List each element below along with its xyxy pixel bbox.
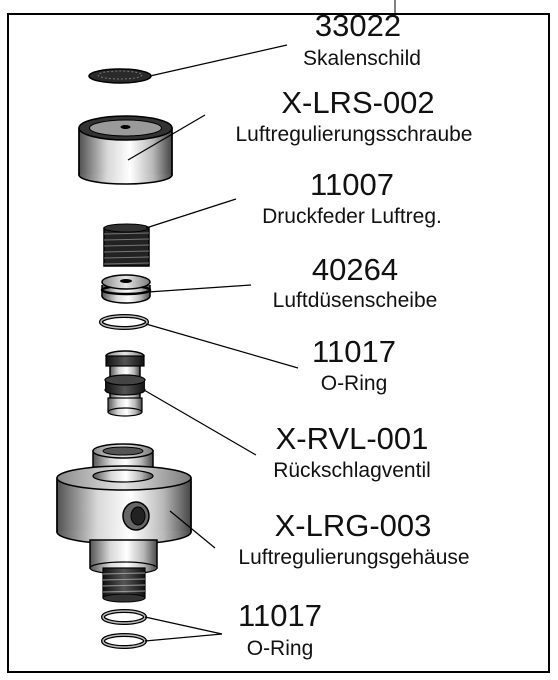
part-skalenschild-drawing bbox=[88, 68, 152, 84]
part-number-label: X-LRS-002 bbox=[281, 85, 435, 120]
leader-line-skalenschild bbox=[149, 44, 288, 77]
leader-line-o-ring-lower-2 bbox=[144, 633, 223, 642]
part-name-label: O-Ring bbox=[246, 637, 314, 660]
leader-line-druckfeder bbox=[145, 198, 237, 229]
part-o-ring-upper-drawing bbox=[99, 314, 149, 330]
leader-line-rueckschlagventil bbox=[143, 389, 257, 456]
part-luftduesenscheibe-drawing bbox=[100, 274, 152, 304]
part-druckfeder-drawing bbox=[103, 223, 150, 267]
part-name-label: Luftregulierungsschraube bbox=[235, 123, 473, 146]
part-name-label: Skalenschild bbox=[303, 47, 421, 70]
part-number-label: 11007 bbox=[310, 167, 394, 202]
part-luftregulierungsgehaeuse-drawing bbox=[56, 443, 192, 603]
part-number-label: X-LRG-003 bbox=[274, 508, 432, 543]
part-name-label: Druckfeder Luftreg. bbox=[262, 205, 442, 228]
part-number-label: 40264 bbox=[311, 252, 399, 287]
part-number-label: 11017 bbox=[312, 334, 396, 369]
part-name-label: Rückschlagventil bbox=[273, 459, 431, 482]
part-number-label: X-RVL-001 bbox=[275, 421, 429, 456]
part-number-label: 11017 bbox=[238, 598, 322, 633]
part-rueckschlagventil-drawing bbox=[104, 350, 146, 417]
part-luftregulierungsschraube-drawing bbox=[78, 115, 173, 185]
part-name-label: Luftregulierungsgehäuse bbox=[238, 546, 470, 569]
leader-line-o-ring-upper bbox=[145, 323, 299, 369]
part-number-label: 33022 bbox=[314, 8, 402, 43]
leader-line-luftregulierungsschraube bbox=[127, 114, 206, 161]
part-name-label: O-Ring bbox=[320, 372, 388, 395]
leader-line-luftregulierungsgehaeuse bbox=[169, 510, 216, 549]
leader-line-o-ring-lower-1 bbox=[144, 616, 223, 635]
leader-lines bbox=[127, 44, 299, 642]
part-name-label: Luftdüsenscheibe bbox=[272, 289, 438, 312]
leader-line-luftduesenscheibe bbox=[147, 284, 252, 293]
